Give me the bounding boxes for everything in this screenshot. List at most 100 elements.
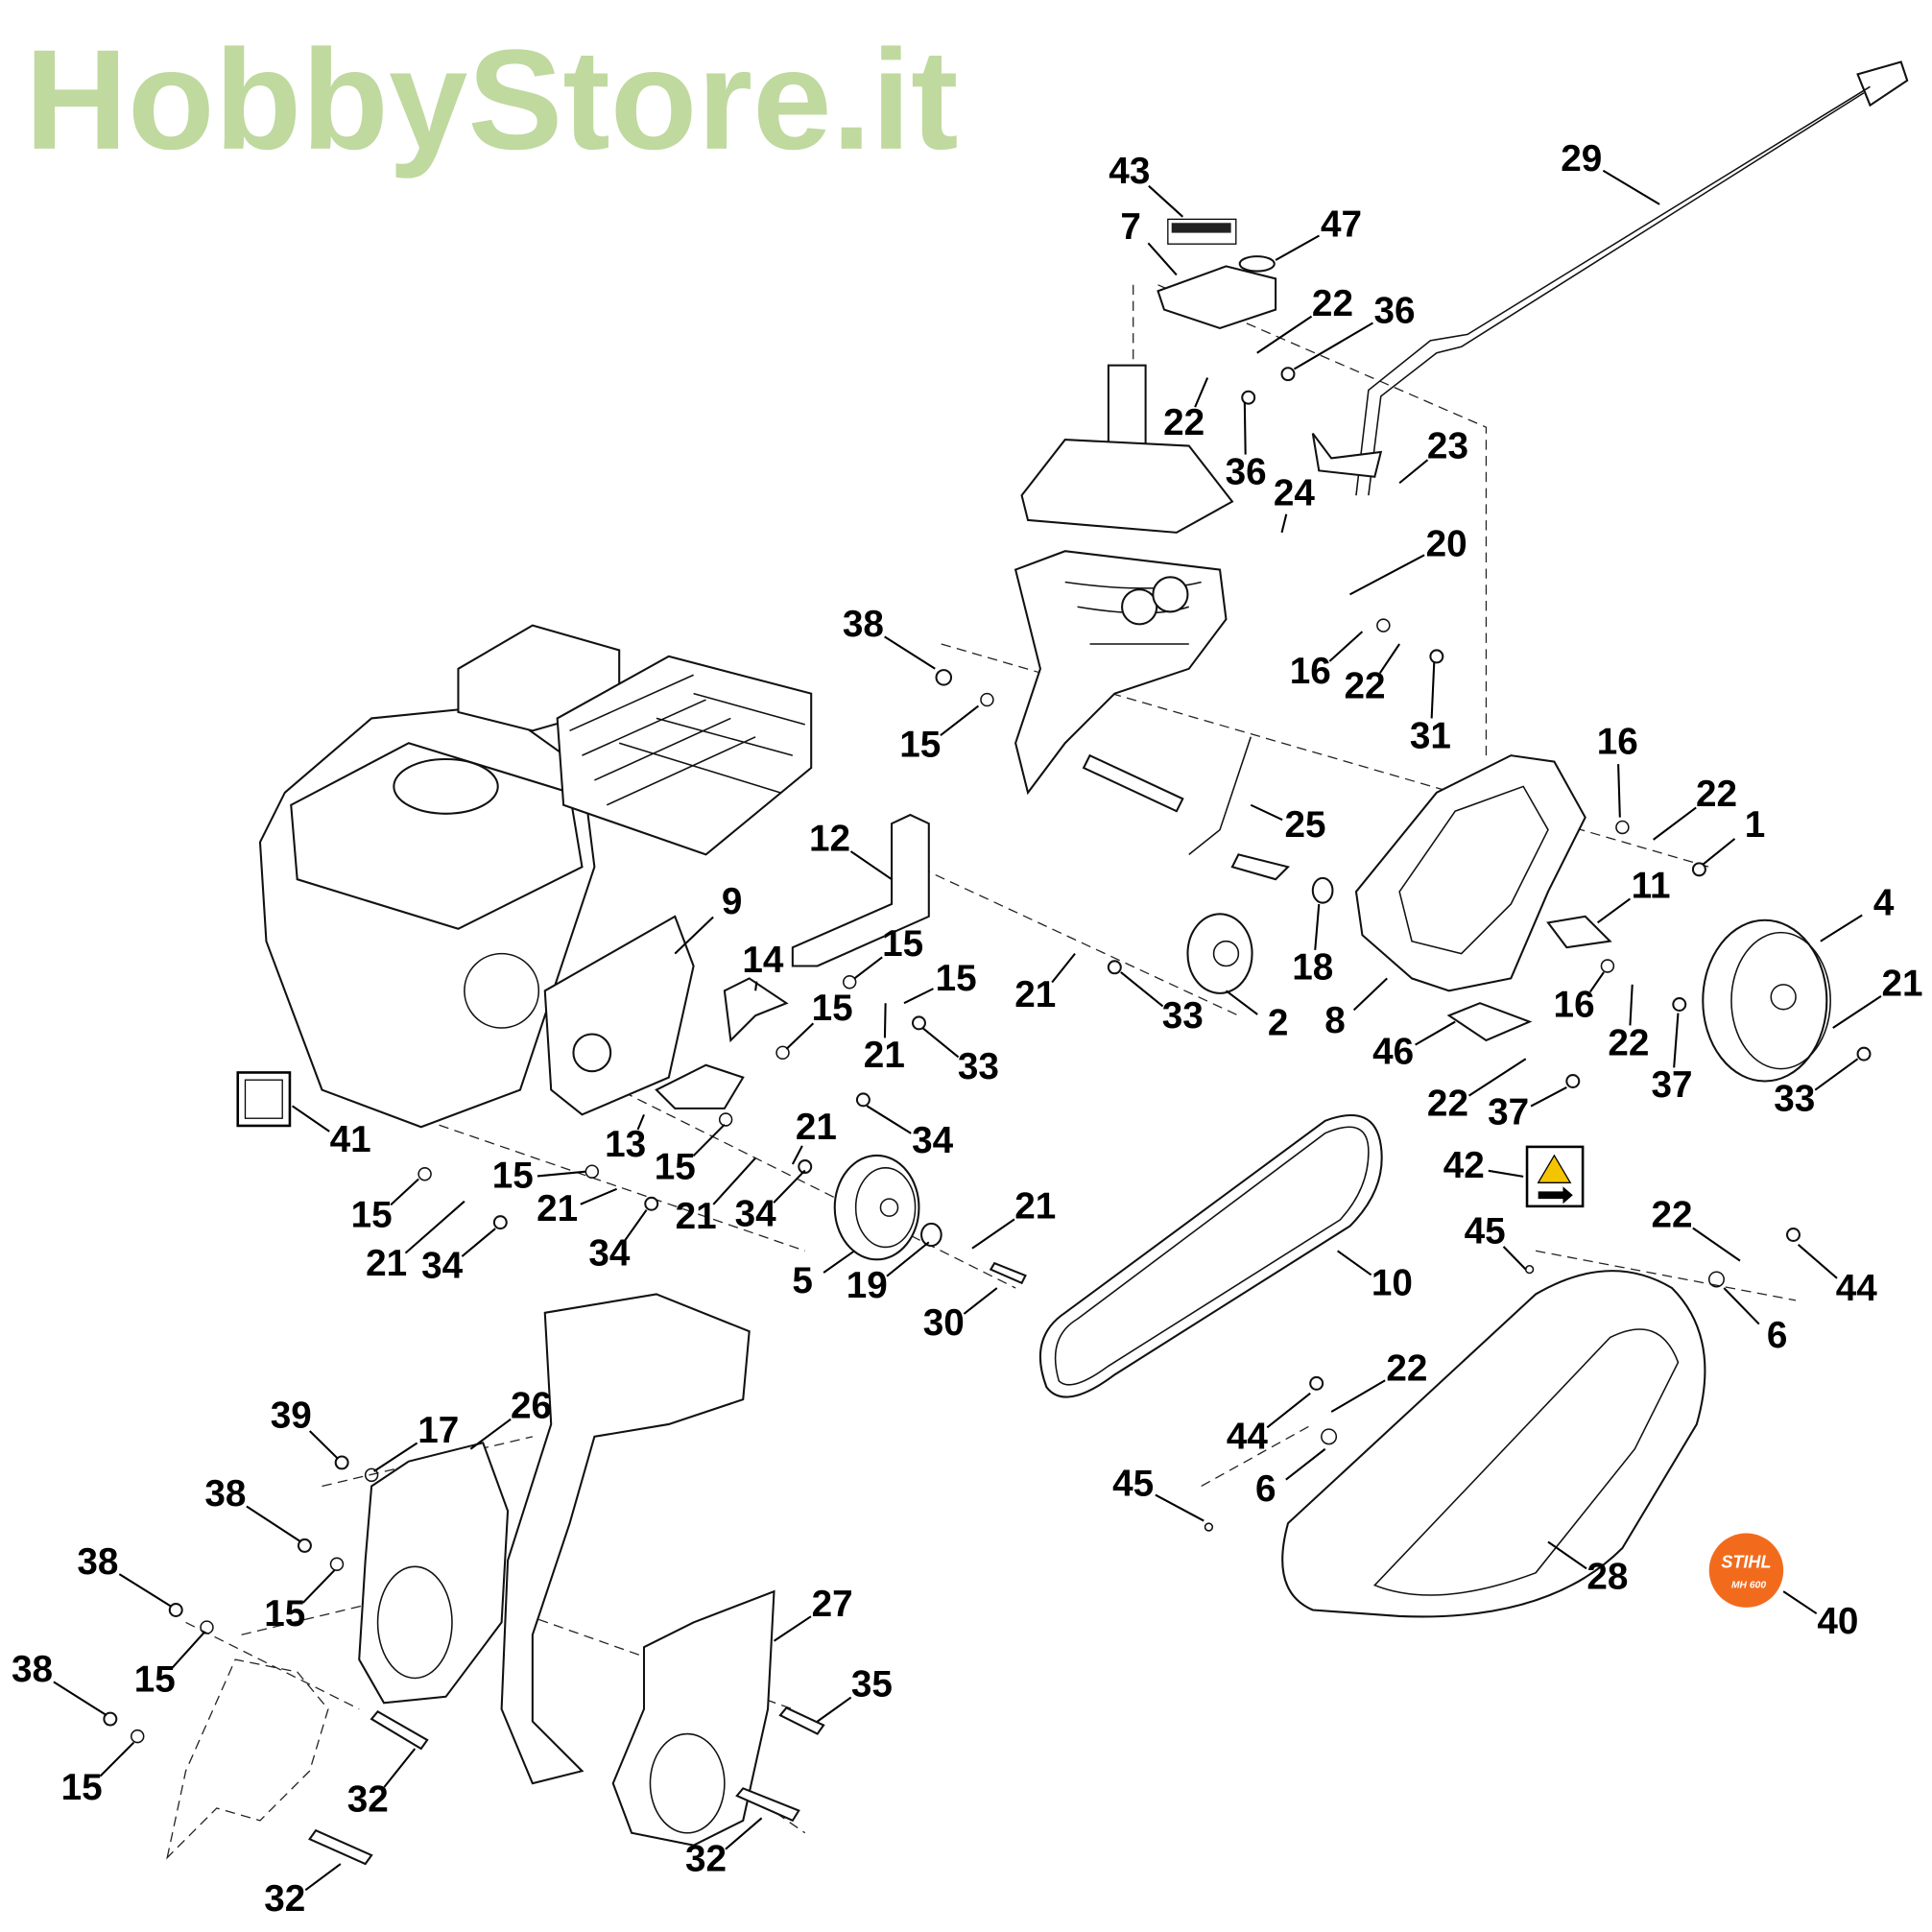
leader-line xyxy=(1430,662,1436,719)
leader-lines xyxy=(53,169,1882,1892)
part-callout: 38 xyxy=(12,1649,53,1690)
leader-line xyxy=(304,1863,342,1892)
leader-line xyxy=(674,916,714,955)
leader-line xyxy=(963,1287,998,1315)
brackets xyxy=(655,813,930,1109)
leader-line xyxy=(404,1200,465,1254)
leader-line xyxy=(1266,1392,1311,1429)
part-callout: 21 xyxy=(366,1243,407,1284)
part-callout: 47 xyxy=(1321,203,1362,245)
leader-line xyxy=(1337,1250,1372,1276)
part-callout: 32 xyxy=(685,1839,727,1880)
leader-line xyxy=(99,1741,135,1777)
leader-line xyxy=(1797,1244,1838,1279)
engine xyxy=(258,624,813,1129)
v-belt xyxy=(1038,1113,1383,1398)
part-callout: 21 xyxy=(796,1107,837,1148)
leader-line xyxy=(1820,914,1863,942)
leader-line xyxy=(903,988,934,1005)
part-callout: 38 xyxy=(204,1473,246,1515)
stihl-logo: STIHL MH 600 xyxy=(1708,1533,1784,1608)
part-callout: 26 xyxy=(511,1385,552,1426)
part-callout: 24 xyxy=(1274,472,1316,513)
leader-line xyxy=(1051,952,1076,984)
gearbox-housing xyxy=(1014,364,1234,796)
leader-line xyxy=(1723,1287,1760,1325)
leader-line xyxy=(1530,1086,1567,1108)
drive-pulley xyxy=(1702,918,1831,1083)
part-callout: 32 xyxy=(347,1779,389,1821)
leader-line xyxy=(1378,643,1400,674)
part-callout: 22 xyxy=(1312,283,1353,324)
part-callout: 9 xyxy=(722,881,743,922)
part-callout: 22 xyxy=(1696,774,1737,815)
part-callout: 22 xyxy=(1386,1348,1427,1390)
part-callout: 35 xyxy=(851,1664,893,1705)
leader-line xyxy=(692,1123,726,1157)
part-callout: 46 xyxy=(1372,1031,1414,1072)
part-callout: 34 xyxy=(912,1120,954,1161)
part-callout: 43 xyxy=(1109,151,1150,192)
part-callout: 34 xyxy=(735,1193,777,1234)
part-callout: 5 xyxy=(792,1260,813,1301)
leader-line xyxy=(1467,1058,1527,1097)
part-callout: 41 xyxy=(330,1119,371,1160)
part-callout: 21 xyxy=(864,1035,905,1076)
leader-line xyxy=(725,1817,763,1850)
part-callout: 10 xyxy=(1371,1263,1413,1304)
leader-line xyxy=(712,1157,756,1205)
leader-line xyxy=(773,1615,812,1642)
part-callout: 15 xyxy=(655,1146,696,1187)
leader-line xyxy=(773,1169,806,1204)
leader-line xyxy=(971,1218,1015,1250)
leader-line xyxy=(1120,971,1164,1008)
leader-line xyxy=(1398,459,1429,485)
tensioner xyxy=(1082,736,1334,994)
shift-plate xyxy=(1157,218,1277,330)
part-callout: 33 xyxy=(1774,1078,1815,1119)
leader-line xyxy=(853,956,883,980)
part-callout: 21 xyxy=(676,1196,717,1237)
part-callout: 15 xyxy=(899,724,941,765)
part-callout: 27 xyxy=(812,1584,853,1625)
part-callout: 16 xyxy=(1597,722,1638,763)
belt-guard-plate xyxy=(1354,754,1612,1042)
part-callout: 17 xyxy=(417,1410,459,1451)
leader-line xyxy=(1275,234,1320,261)
leader-line xyxy=(1285,1447,1326,1481)
leader-line xyxy=(823,1250,855,1274)
leader-line xyxy=(390,1178,419,1206)
part-callout: 22 xyxy=(1427,1084,1468,1125)
part-callout: 15 xyxy=(61,1767,103,1808)
leader-line xyxy=(1349,554,1425,596)
part-callout: 21 xyxy=(537,1188,578,1229)
part-callout: 22 xyxy=(1608,1022,1649,1063)
part-callout: 2 xyxy=(1268,1003,1289,1044)
part-callout: 1 xyxy=(1745,804,1766,846)
leader-line xyxy=(1832,994,1882,1029)
part-callout: 22 xyxy=(1163,402,1205,443)
part-callout: 34 xyxy=(588,1233,631,1275)
part-callout: 6 xyxy=(1767,1315,1788,1356)
tine-bracket xyxy=(166,1658,329,1860)
part-callout: 44 xyxy=(1227,1417,1269,1458)
leader-line xyxy=(866,1105,912,1134)
leader-line xyxy=(791,1145,803,1165)
part-callout: 37 xyxy=(1651,1064,1692,1106)
leader-line xyxy=(785,1022,815,1050)
part-callout: 34 xyxy=(421,1246,464,1287)
leader-line xyxy=(1256,315,1313,354)
part-callout: 28 xyxy=(1586,1556,1628,1597)
leader-line xyxy=(309,1430,339,1460)
gear-shift-lever xyxy=(1311,60,1909,496)
leader-line xyxy=(1330,1379,1386,1413)
part-callout: 15 xyxy=(812,988,853,1029)
part-callout: 15 xyxy=(936,958,977,999)
leader-line xyxy=(1148,184,1184,218)
leader-line xyxy=(1814,1058,1859,1091)
part-callout: 29 xyxy=(1561,138,1602,179)
bolts xyxy=(103,367,1872,1866)
leader-line xyxy=(1782,1590,1818,1615)
leader-line xyxy=(1328,631,1364,662)
